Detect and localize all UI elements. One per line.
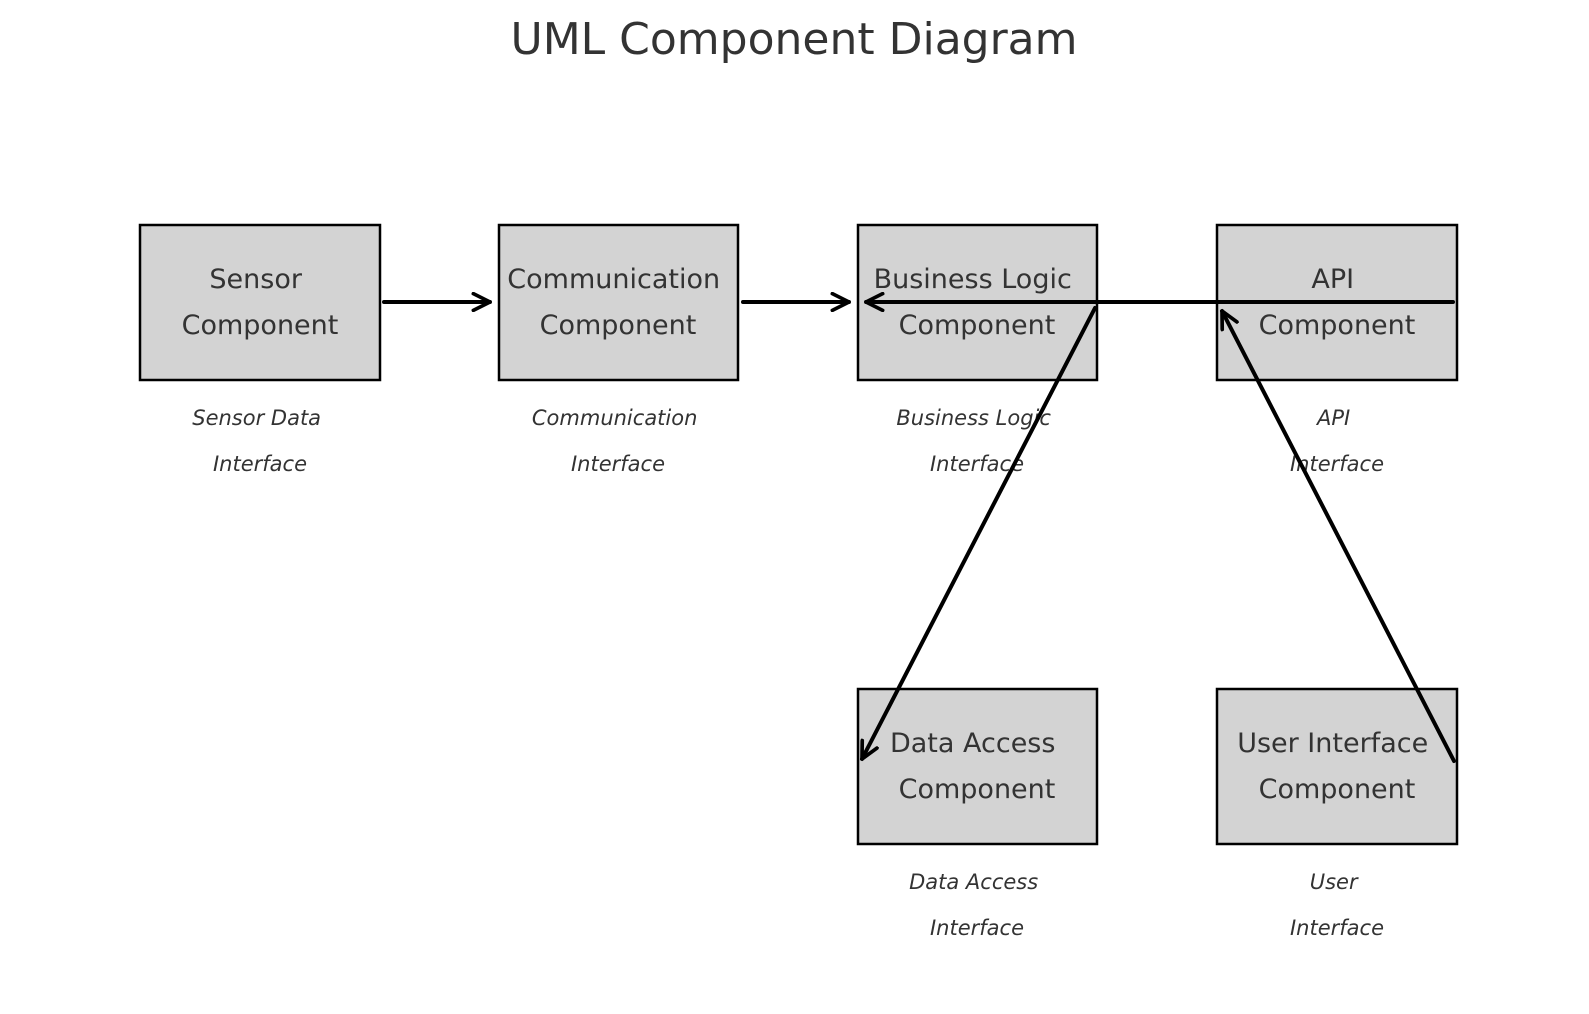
arrow-user-interface-to-api xyxy=(1220,309,1456,763)
sensor-interface-label-line-1: Sensor Data xyxy=(192,406,321,430)
svg-text:Business Logic Component: Business Logic Component xyxy=(874,264,1081,341)
communication-interface-label-line-1: Communication xyxy=(532,406,698,430)
svg-text:Sensor Data Interface: Sensor Data Interface xyxy=(192,406,328,476)
svg-text:Data Access Interface: Data Access Interface xyxy=(909,870,1045,940)
communication-interface-label-line-2: Interface xyxy=(571,452,665,476)
business-logic-component-name-line-1: Business Logic xyxy=(874,264,1072,295)
user-interface-component-name-line-2: Component xyxy=(1259,774,1416,805)
user-interface-interface-label-line-1: User xyxy=(1310,870,1359,894)
sensor-component-name-line-2: Component xyxy=(182,310,339,341)
business-logic-component: Business Logic Component Business Logic … xyxy=(856,223,1099,476)
diagram-title: UML Component Diagram xyxy=(510,14,1077,65)
user-interface-component-name-line-1: User Interface xyxy=(1237,728,1428,759)
communication-component-name-line-1: Communication xyxy=(507,264,720,295)
business-logic-interface-label-line-1: Business Logic xyxy=(896,406,1051,430)
business-logic-component-name-line-2: Component xyxy=(899,310,1056,341)
data-access-interface-label-line-2: Interface xyxy=(930,916,1024,940)
api-interface-label-line-1: API xyxy=(1315,406,1350,430)
api-component-name-line-1: API xyxy=(1311,264,1354,295)
communication-component-name-line-2: Component xyxy=(540,310,697,341)
data-access-interface-label-line-1: Data Access xyxy=(909,870,1038,894)
svg-text:User Interface Component: User Interface Component xyxy=(1237,728,1437,805)
data-access-component-box xyxy=(856,687,1099,846)
data-access-component-name-line-1: Data Access xyxy=(890,728,1055,759)
user-interface-interface-label-line-2: Interface xyxy=(1290,916,1384,940)
svg-text:Sensor Component: Sensor Component xyxy=(182,264,339,341)
connections xyxy=(382,302,1456,763)
api-component: API Component API Interface xyxy=(1215,223,1459,476)
svg-text:Business Logic Interface: Business Logic Interface xyxy=(896,406,1057,476)
data-access-component: Data Access Component Data Access Interf… xyxy=(856,687,1099,940)
communication-component-box xyxy=(497,223,740,382)
communication-component: Communication Component Communication In… xyxy=(497,223,740,476)
sensor-interface-label-line-2: Interface xyxy=(213,452,307,476)
svg-text:API Component: API Component xyxy=(1259,264,1416,341)
user-interface-component: User Interface Component User Interface xyxy=(1215,687,1459,940)
arrow-business-logic-to-data-access xyxy=(860,306,1097,761)
user-interface-component-box xyxy=(1215,687,1459,846)
sensor-component-name-line-1: Sensor xyxy=(209,264,302,295)
data-access-component-name-line-2: Component xyxy=(899,774,1056,805)
svg-text:Communication Component: Communication Component xyxy=(507,264,728,341)
svg-text:Communication Interface: Communication Interface xyxy=(532,406,704,476)
sensor-component: Sensor Component Sensor Data Interface xyxy=(138,223,382,476)
svg-text:API Interface: API Interface xyxy=(1290,406,1384,476)
svg-text:Data Access Component: Data Access Component xyxy=(890,728,1064,805)
sensor-component-box xyxy=(138,223,382,382)
svg-text:User Interface: User Interface xyxy=(1290,870,1384,940)
api-component-name-line-2: Component xyxy=(1259,310,1416,341)
